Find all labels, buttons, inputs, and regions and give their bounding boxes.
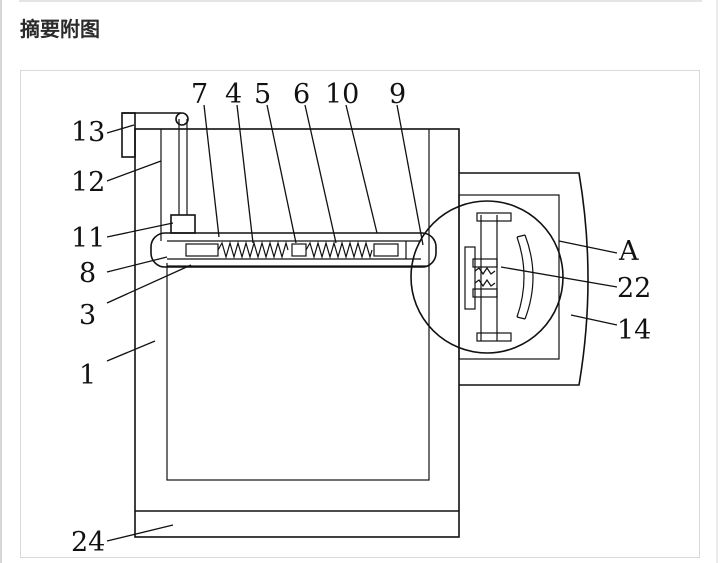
label-22: 22 xyxy=(617,273,651,304)
leader-lines xyxy=(106,104,618,542)
label-24: 24 xyxy=(71,527,105,557)
cabinet-body xyxy=(134,128,460,538)
label-1: 1 xyxy=(79,360,96,391)
patent-drawing: 7 4 5 6 10 9 13 12 11 8 3 1 24 A 22 14 xyxy=(71,79,651,557)
label-3: 3 xyxy=(79,300,96,331)
label-A: A xyxy=(618,236,639,267)
top-divider xyxy=(19,0,702,2)
spring-rail-assembly xyxy=(150,232,437,268)
label-13: 13 xyxy=(71,117,105,148)
detail-circle xyxy=(410,200,564,354)
label-12: 12 xyxy=(71,167,105,198)
upright-rod xyxy=(121,112,189,241)
label-4: 4 xyxy=(225,79,242,110)
label-6: 6 xyxy=(293,79,310,110)
left-border xyxy=(0,0,2,563)
spring-left xyxy=(217,240,289,260)
label-8: 8 xyxy=(79,258,96,289)
abstract-figure: 7 4 5 6 10 9 13 12 11 8 3 1 24 A 22 14 xyxy=(20,70,700,558)
motor-block xyxy=(170,214,196,234)
label-11: 11 xyxy=(71,223,105,254)
spring-right xyxy=(305,240,373,260)
label-7: 7 xyxy=(191,79,208,110)
section-title: 摘要附图 xyxy=(20,17,100,41)
label-5: 5 xyxy=(254,79,271,110)
label-9: 9 xyxy=(389,79,406,110)
label-14: 14 xyxy=(617,315,651,346)
label-10: 10 xyxy=(325,79,359,110)
right-border xyxy=(716,0,718,563)
reference-labels: 7 4 5 6 10 9 13 12 11 8 3 1 24 A 22 14 xyxy=(71,79,651,557)
